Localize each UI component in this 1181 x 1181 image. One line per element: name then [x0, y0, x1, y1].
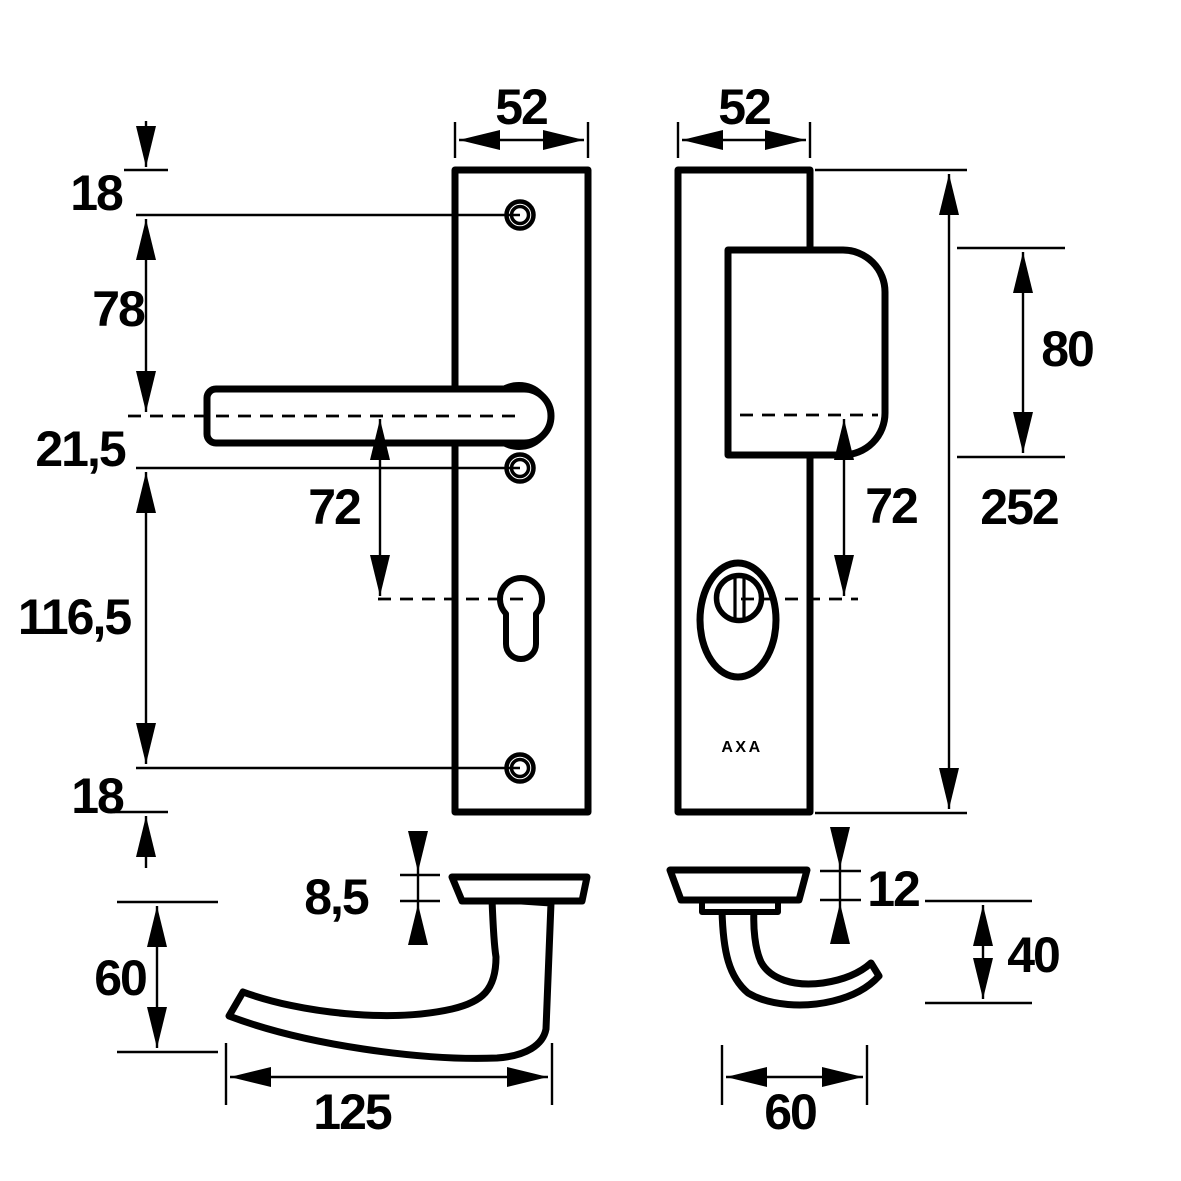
center-lines — [128, 413, 878, 601]
lever-rose-side — [448, 873, 591, 905]
dim-rose-thickness-pull: 12 — [867, 861, 919, 917]
dim-screw1-to-axis: 78 — [92, 281, 145, 337]
euro-cylinder-keyhole — [497, 575, 545, 662]
dim-lever-length: 125 — [313, 1084, 392, 1140]
dim-grip-height: 80 — [1041, 321, 1093, 377]
dimension-lines — [114, 121, 1065, 1105]
pull-rose-side — [666, 866, 811, 904]
dim-axis-to-cylinder-left: 72 — [308, 479, 360, 535]
dimension-labels: 52 52 18 78 21,5 72 116,5 18 80 252 72 8… — [18, 79, 1095, 1140]
dim-screw3-to-bottom: 18 — [71, 768, 124, 824]
dim-plate-height: 252 — [980, 479, 1058, 535]
dim-rose-thickness-lever: 8,5 — [304, 869, 369, 925]
dim-pull-drop: 40 — [1007, 927, 1059, 983]
dim-screw2-to-screw3: 116,5 — [18, 589, 132, 645]
pull-side-view — [666, 866, 883, 1009]
dim-top-to-screw1: 18 — [70, 165, 123, 221]
dim-axis-to-screw2: 21,5 — [35, 421, 126, 477]
axa-logo-text: AXA — [721, 739, 762, 756]
lever-plate-front-view — [203, 166, 592, 816]
dim-lever-drop: 60 — [94, 950, 146, 1006]
dim-axis-to-cylinder-right: 72 — [865, 478, 917, 534]
dim-plate-width-right: 52 — [718, 79, 770, 135]
dim-plate-width-left: 52 — [495, 79, 547, 135]
pull-grip — [724, 246, 889, 459]
dim-pull-length: 60 — [764, 1084, 816, 1140]
lever-side-profile — [225, 895, 555, 1062]
pull-side-profile — [718, 906, 883, 1009]
protected-cylinder — [713, 572, 765, 624]
lever-side-view — [225, 873, 591, 1062]
pull-plate-front-view: AXA — [674, 166, 889, 816]
left-plate-outline — [451, 166, 592, 816]
